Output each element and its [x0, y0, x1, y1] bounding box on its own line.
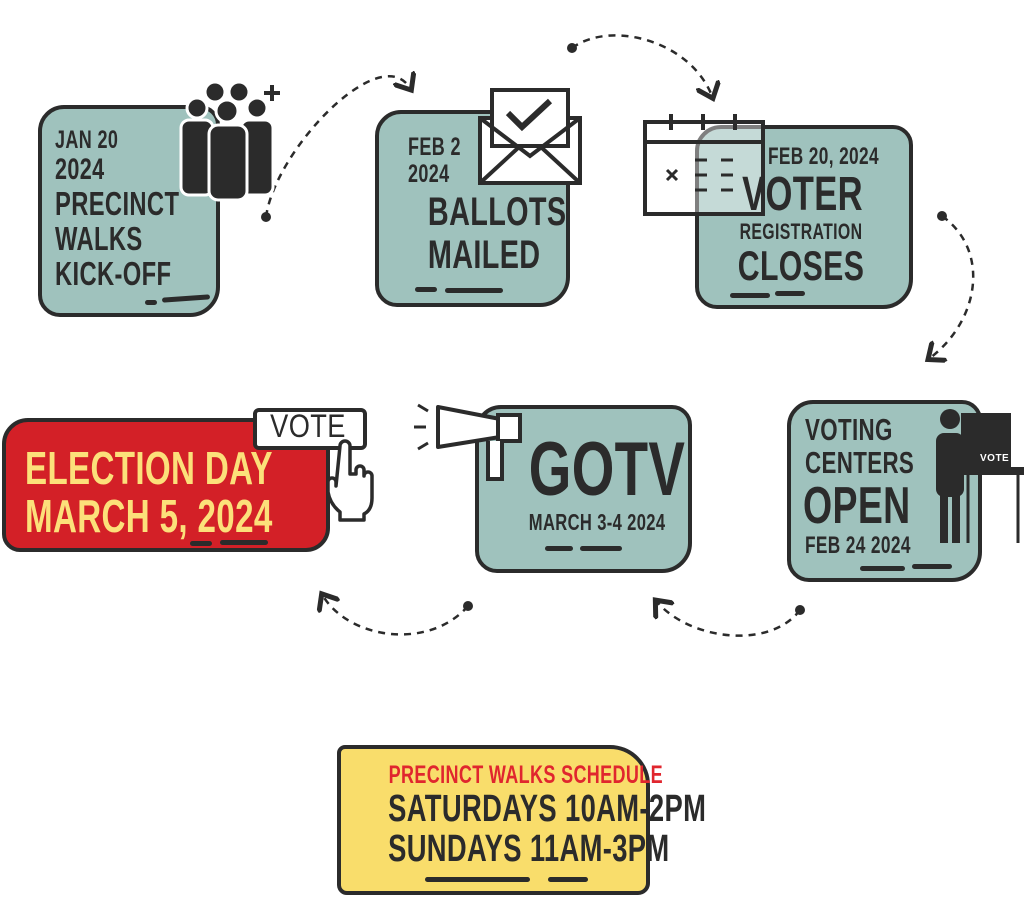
step-card-voter-registration: [695, 125, 913, 309]
step4-title: VOTING: [805, 412, 893, 447]
step3-title: CLOSES: [737, 242, 865, 289]
step2-year: 2024: [408, 160, 450, 188]
envelope-check-icon: [478, 88, 582, 185]
vote-button-icon: [253, 408, 367, 450]
step1-title: KICK-OFF: [55, 255, 172, 292]
step2-title: MAILED: [427, 233, 541, 277]
step2-date: FEB 2: [408, 133, 461, 161]
step3-title: REGISTRATION: [739, 219, 863, 244]
step2-title: BALLOTS: [427, 190, 567, 234]
step1-title: WALKS: [55, 220, 143, 257]
step3-date: FEB 20, 2024: [768, 143, 879, 170]
arrow-step2-to-step3: [571, 34, 712, 96]
step1-title: PRECINCT: [55, 185, 180, 222]
pointing-hand-icon: [326, 439, 374, 522]
step6-date: MARCH 5, 2024: [25, 490, 273, 542]
step1-year: 2024: [55, 153, 105, 186]
vote-button-label: VOTE: [270, 408, 346, 444]
arrow-step4-to-step5: [657, 602, 801, 637]
calendar-icon: [643, 114, 765, 216]
schedule-heading: PRECINCT WALKS SCHEDULE: [388, 761, 663, 789]
step5-title: GOTV: [528, 427, 686, 512]
group-add-icon: [179, 80, 280, 202]
step6-title: ELECTION DAY: [25, 442, 273, 494]
step1-date: JAN 20: [55, 126, 119, 154]
step5-date: MARCH 3-4 2024: [528, 509, 666, 535]
step4-title: CENTERS: [805, 445, 915, 480]
arrow-step5-to-step6: [323, 596, 469, 636]
booth-vote-label: VOTE: [980, 453, 1010, 464]
arrow-step3-to-step4: [930, 214, 975, 358]
precinct-walks-schedule-card: [337, 745, 650, 895]
schedule-sundays: SUNDAYS 11AM-3PM: [388, 828, 670, 870]
step4-title: OPEN: [803, 477, 911, 535]
step3-title: VOTER: [742, 168, 863, 221]
schedule-saturdays: SATURDAYS 10AM-2PM: [388, 788, 707, 830]
step4-date: FEB 24 2024: [805, 532, 911, 559]
megaphone-icon: [414, 403, 522, 481]
voting-booth-icon: [936, 409, 1024, 543]
